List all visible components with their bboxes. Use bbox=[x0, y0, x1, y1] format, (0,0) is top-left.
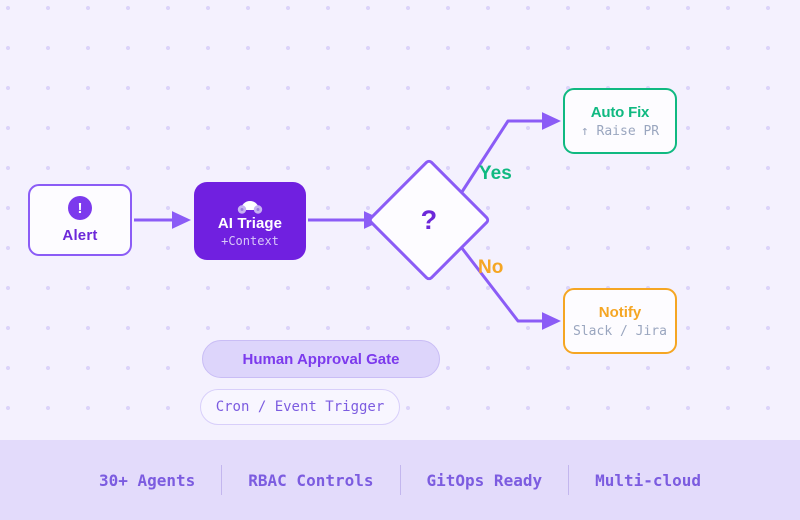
edge-decision-to-autofix bbox=[456, 112, 561, 199]
pill-cron-event-trigger-label: Cron / Event Trigger bbox=[215, 399, 385, 415]
node-notify-title: Notify bbox=[598, 303, 642, 321]
exclamation-icon-glyph: ! bbox=[77, 199, 83, 217]
branch-label-yes: Yes bbox=[479, 163, 512, 184]
node-alert-label: Alert bbox=[62, 227, 98, 244]
edge-decision-to-notify bbox=[456, 242, 561, 330]
footer-item-multicloud[interactable]: Multi-cloud bbox=[595, 470, 702, 490]
robot-icon bbox=[237, 201, 263, 214]
footer-divider bbox=[399, 465, 401, 495]
footer-item-agents[interactable]: 30+ Agents bbox=[98, 470, 196, 490]
node-auto-fix[interactable]: Auto Fix ↑ Raise PR bbox=[563, 88, 677, 154]
node-auto-fix-subtitle: ↑ Raise PR bbox=[580, 123, 660, 139]
node-ai-triage[interactable]: AI Triage +Context bbox=[194, 182, 306, 260]
footer-item-rbac[interactable]: RBAC Controls bbox=[248, 470, 374, 490]
footer-divider bbox=[568, 465, 570, 495]
node-auto-fix-title: Auto Fix bbox=[590, 103, 650, 121]
node-ai-triage-title: AI Triage bbox=[217, 215, 283, 233]
node-notify[interactable]: Notify Slack / Jira bbox=[563, 288, 677, 354]
pill-human-approval-gate[interactable]: Human Approval Gate bbox=[202, 340, 440, 378]
footer-divider bbox=[221, 465, 223, 495]
branch-label-no: No bbox=[478, 257, 504, 278]
pill-cron-event-trigger[interactable]: Cron / Event Trigger bbox=[200, 389, 400, 425]
exclamation-icon: ! bbox=[68, 196, 92, 220]
node-decision[interactable]: ? bbox=[366, 157, 492, 283]
pill-human-approval-gate-label: Human Approval Gate bbox=[242, 350, 400, 368]
node-alert[interactable]: ! Alert bbox=[28, 184, 132, 256]
footer-item-gitops[interactable]: GitOps Ready bbox=[426, 470, 543, 490]
node-ai-triage-subtitle: +Context bbox=[221, 233, 279, 248]
footer-bar: 30+ Agents RBAC Controls GitOps Ready Mu… bbox=[0, 440, 800, 520]
node-notify-subtitle: Slack / Jira bbox=[573, 323, 667, 339]
node-decision-label: ? bbox=[420, 204, 438, 235]
